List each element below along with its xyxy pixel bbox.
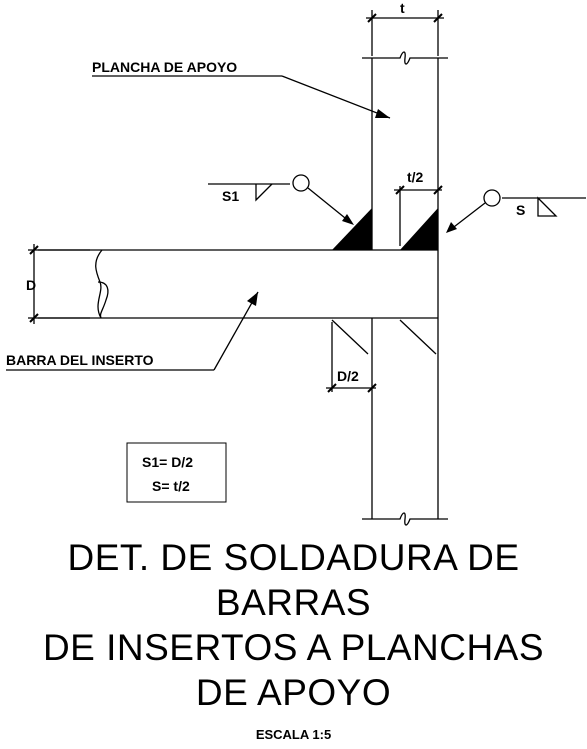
- title-line-3: DE INSERTOS A PLANCHAS: [42, 627, 545, 668]
- barra-leader: [6, 291, 259, 371]
- formula-line-2: S= t/2: [152, 478, 190, 494]
- top-weld-left: [332, 208, 372, 250]
- d-label: D: [26, 277, 36, 293]
- dimension-t-half: [394, 185, 443, 246]
- title-line-1: DET. DE SOLDADURA DE: [67, 537, 520, 578]
- dimension-d-half: [326, 322, 377, 393]
- dimension-d: [28, 244, 90, 324]
- formula-line-1: S1= D/2: [142, 454, 193, 470]
- insert-bar: [38, 249, 439, 319]
- bottom-weld-left: [331, 319, 369, 355]
- arrowhead-s1: [342, 214, 354, 225]
- dimension-t: [366, 10, 444, 56]
- t-half-label: t/2: [407, 169, 424, 185]
- title-line-4: DE APOYO: [195, 672, 392, 713]
- scale-label: ESCALA 1:5: [255, 727, 332, 742]
- arrowhead-plancha: [375, 109, 390, 118]
- title-line-2: BARRAS: [215, 582, 372, 623]
- s-label: S: [516, 202, 525, 218]
- s1-label: S1: [222, 188, 239, 204]
- barra-label: BARRA DEL INSERTO: [6, 352, 154, 368]
- support-plate: [362, 51, 448, 526]
- formula-box: [126, 442, 227, 503]
- top-weld-right: [400, 208, 438, 250]
- d-half-label: D/2: [337, 368, 359, 384]
- weld-symbol-s: [449, 189, 586, 231]
- bottom-weld-right: [399, 319, 437, 355]
- weld-symbol-s1: [208, 174, 351, 223]
- arrowhead-barra: [247, 292, 258, 306]
- plancha-leader: [92, 75, 391, 119]
- plancha-label: PLANCHA DE APOYO: [92, 59, 237, 75]
- t-label: t: [400, 0, 405, 16]
- arrowhead-s: [446, 222, 457, 233]
